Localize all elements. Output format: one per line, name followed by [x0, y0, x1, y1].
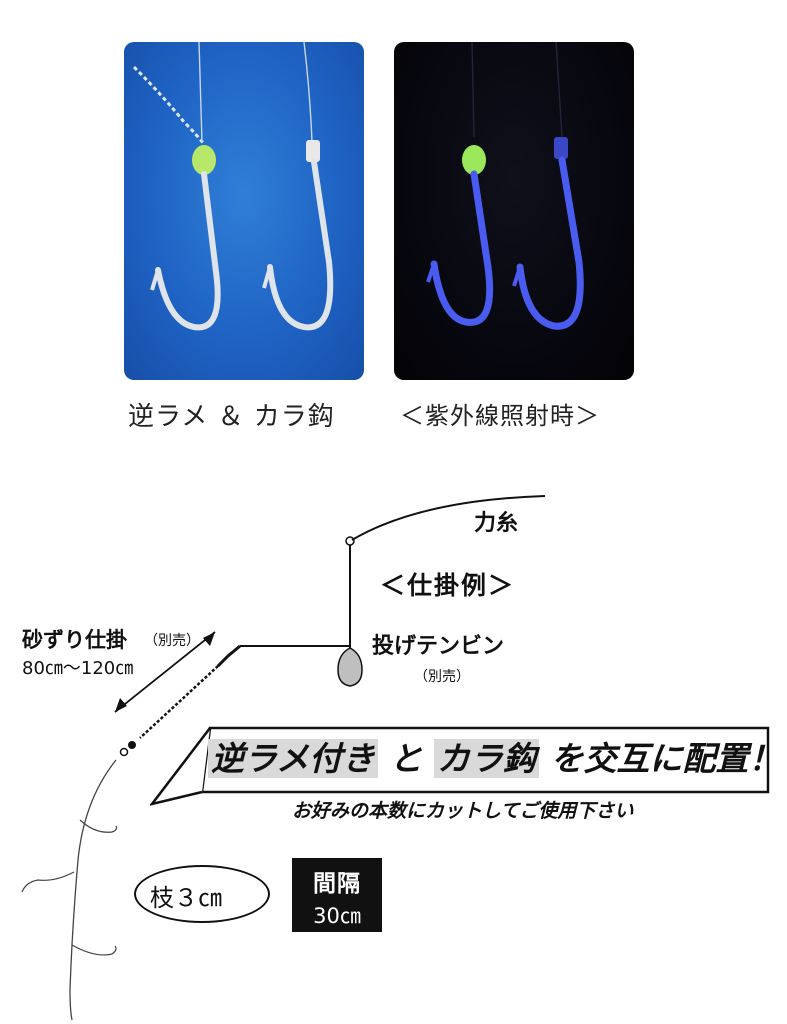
uv-knot-right [554, 137, 568, 159]
uv-hook-right [516, 156, 584, 330]
chikaraito-label: 力糸 [474, 511, 519, 536]
knot-right [306, 140, 320, 162]
length-arrow-line [114, 631, 216, 713]
uv-line-right [555, 42, 563, 138]
branch-hook-3 [71, 944, 117, 956]
banner-part-kara-hook: カラ鈎 [434, 739, 540, 778]
photo-caption-normal: 逆ラメ ＆ カラ鈎 [128, 402, 335, 432]
length-arrow-head-top [203, 632, 215, 646]
rig-example-label: ＜仕掛例＞ [380, 571, 516, 600]
interval-box: 間隔 30㎝ [292, 858, 382, 932]
hooks-illustration-normal [132, 42, 334, 331]
sunazuri-length: 80㎝～120㎝ [22, 658, 134, 679]
hook-right-barb [262, 266, 272, 289]
line-left [198, 42, 203, 143]
sinker [337, 647, 363, 687]
hook-right [267, 159, 334, 331]
hook-photo-uv [394, 42, 634, 380]
rig-diagram [21, 495, 546, 1021]
tenbin-sold-separately: （別売） [414, 669, 470, 685]
banner-headline: 逆ラメ付き と カラ鈎 を交互に配置！ [208, 732, 782, 780]
swivel-bottom [128, 741, 136, 749]
banner-pointer [150, 727, 211, 806]
hook-photo-normal [124, 42, 364, 380]
branch-length-oval [134, 865, 270, 923]
luminous-bead [192, 145, 216, 175]
length-arrow-head-bottom [115, 698, 127, 712]
interval-value: 30㎝ [313, 904, 361, 928]
hook-left-barb [150, 269, 160, 291]
banner-part-alternate: を交互に配置！ [550, 739, 782, 778]
sunazuri-sold-separately: （別売） [144, 633, 200, 649]
reverse-lame-sparkle [132, 65, 206, 145]
banner-part-and: と [389, 739, 423, 778]
uv-hook-right-barb [512, 266, 522, 287]
hooks-illustration-uv [426, 42, 584, 330]
swivel-top [216, 644, 241, 668]
line-right [303, 42, 313, 143]
banner-subtitle: お好みの本数にカットしてご使用下さい [292, 800, 634, 822]
branch-hook-1 [79, 819, 118, 833]
branch-hook-2 [21, 871, 75, 893]
photo-caption-uv: ＜紫外線照射時＞ [400, 402, 600, 430]
uv-hook-left-barb [426, 263, 436, 283]
hook-left [155, 171, 221, 331]
uv-line-left [471, 42, 475, 138]
chikaraito-line [351, 495, 546, 541]
swivel-bottom-ring [119, 747, 129, 757]
branch-length-label: 枝３㎝ [150, 884, 222, 912]
sunazuri-label: 砂ずり仕掛 [22, 628, 127, 652]
mainline-lower [69, 759, 117, 1021]
tenbin-top-ring [345, 536, 355, 546]
sunazuri-leader [139, 665, 219, 739]
uv-glowing-bead [462, 145, 486, 175]
uv-hook-left [430, 170, 494, 326]
banner-part-reverse-lame: 逆ラメ付き [208, 739, 379, 778]
interval-title: 間隔 [313, 871, 361, 897]
tenbin-label: 投げテンビン [372, 634, 505, 659]
